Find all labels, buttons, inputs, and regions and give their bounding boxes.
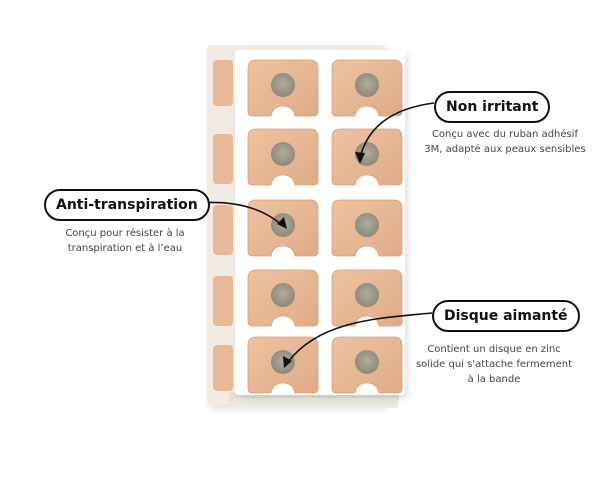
magnet-disc-icon <box>271 350 295 374</box>
arrow-non-irritant <box>359 102 435 159</box>
desc-line: solide qui s'attache fermement <box>415 359 573 370</box>
desc-line: Conçu avec du ruban adhésif <box>431 129 579 140</box>
magnet-disc-icon <box>271 142 295 166</box>
arrow-disque-aimante <box>287 312 433 363</box>
magnet-disc-icon <box>355 213 379 237</box>
magnet-disc-icon <box>271 73 295 97</box>
magnetic-patch <box>331 269 403 327</box>
arrowhead-icon <box>355 152 365 164</box>
patch-grid <box>247 59 403 394</box>
callout-desc-disque-aimante: Contient un disque en zinc solide qui s'… <box>398 342 590 387</box>
magnetic-patch <box>331 128 403 186</box>
desc-line: à la bande <box>467 374 521 385</box>
callout-title-disque-aimante: Disque aimanté <box>432 300 580 332</box>
callout-desc-non-irritant: Conçu avec du ruban adhésif 3M, adapté a… <box>410 127 600 157</box>
desc-line: Conçu pour résister à la <box>65 228 185 239</box>
callout-title-non-irritant: Non irritant <box>434 91 551 123</box>
magnetic-patch <box>247 336 319 394</box>
arrow-heads <box>277 152 365 368</box>
arrowhead-icon <box>277 217 287 229</box>
magnetic-patch <box>247 128 319 186</box>
callout-title-anti-transpiration: Anti-transpiration <box>44 189 210 221</box>
magnet-disc-icon <box>355 350 379 374</box>
magnet-disc-icon <box>355 73 379 97</box>
desc-line: transpiration et à l’eau <box>67 243 183 254</box>
magnet-disc-icon <box>271 283 295 307</box>
desc-line: Contient un disque en zinc <box>427 344 561 355</box>
magnetic-patch <box>247 59 319 117</box>
magnet-disc-icon <box>355 283 379 307</box>
magnetic-patch <box>331 336 403 394</box>
magnetic-patch <box>331 59 403 117</box>
callout-desc-anti-transpiration: Conçu pour résister à la transpiration e… <box>30 226 220 256</box>
magnetic-patch <box>247 269 319 327</box>
magnetic-patch <box>331 199 403 257</box>
desc-line: 3M, adapté aux peaux sensibles <box>424 144 586 155</box>
arrowhead-icon <box>283 356 292 368</box>
